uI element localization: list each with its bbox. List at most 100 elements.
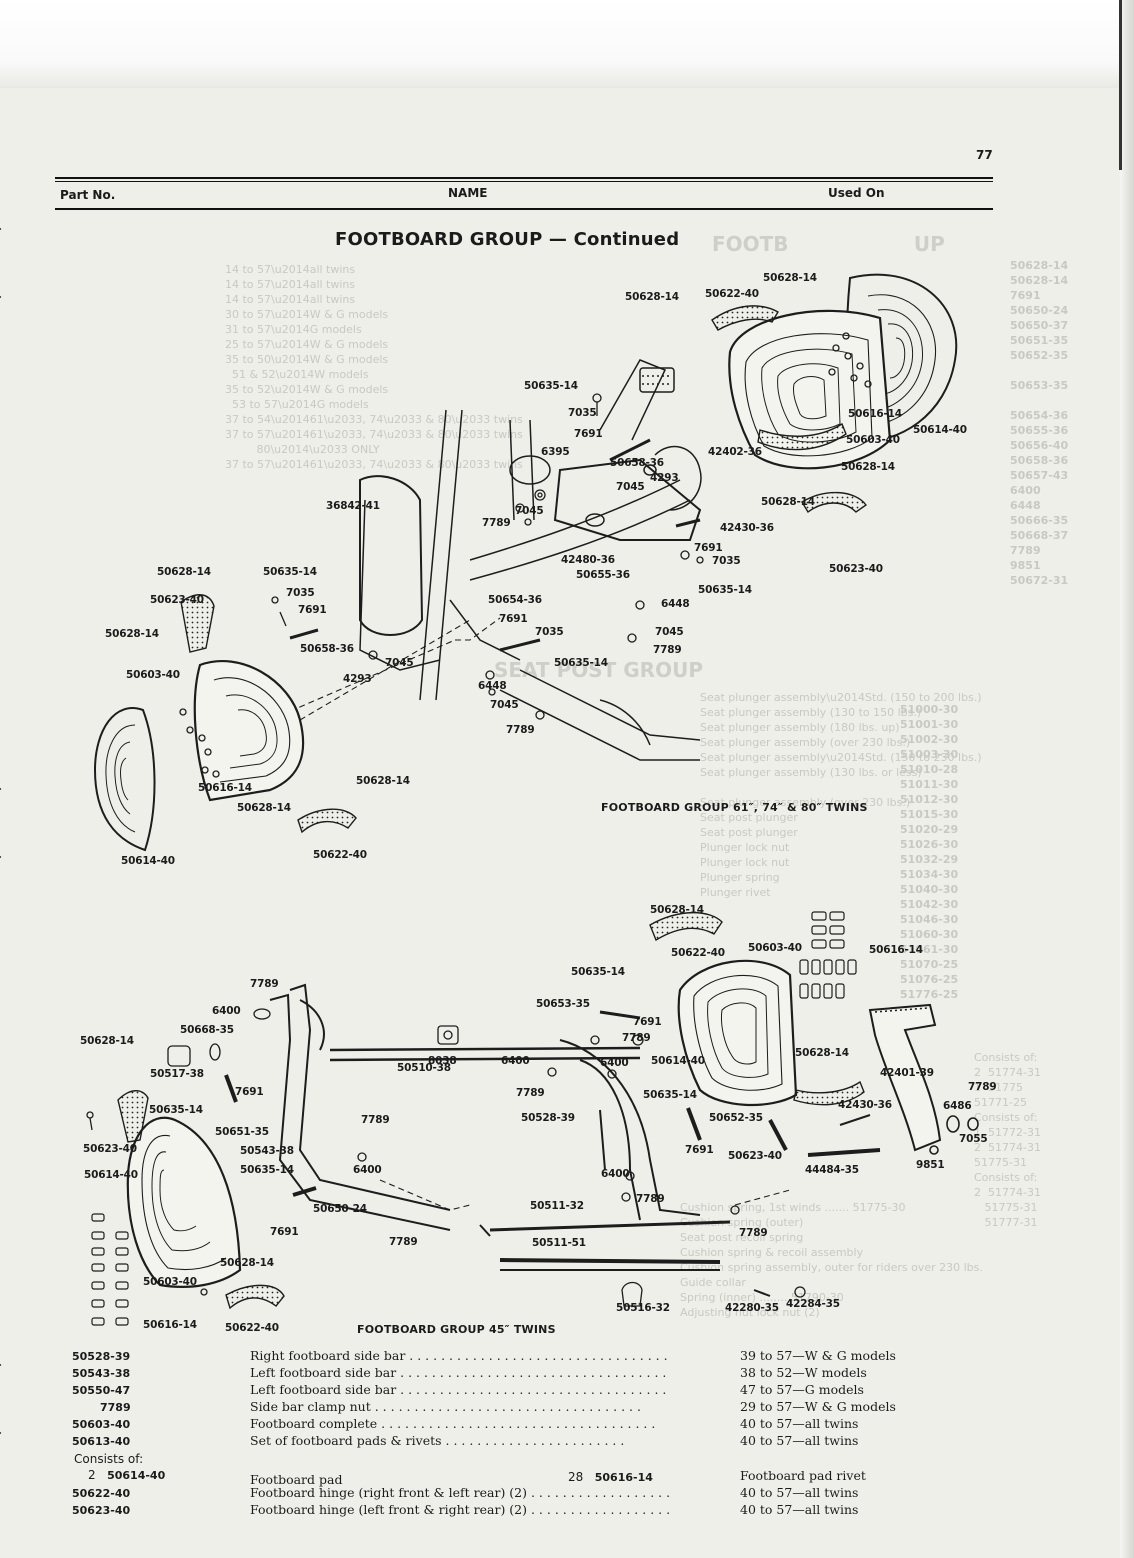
part-callout: 7035	[535, 626, 564, 638]
part-callout: 50623-40	[728, 1150, 782, 1162]
part-callout: 7691	[694, 542, 723, 554]
part-callout: 7789	[968, 1081, 997, 1093]
part-callout: 42284-35	[786, 1298, 840, 1310]
part-callout: 6448	[661, 598, 690, 610]
consists-qty: 28	[568, 1470, 584, 1484]
part-callout: 50654-36	[488, 594, 542, 606]
part-callout: 7035	[568, 407, 597, 419]
header-rule-top	[55, 177, 993, 179]
part-number: 50623-40	[72, 1504, 131, 1517]
consists-part-name: Footboard pad	[250, 1472, 343, 1487]
part-callout: 7691	[270, 1226, 299, 1238]
part-callout: 6448	[478, 680, 507, 692]
hardware-bits-bottom	[86, 1008, 806, 1307]
diagram-top-caption: FOOTBOARD GROUP 61″, 74″ & 80″ TWINS	[601, 801, 868, 814]
part-callout: 50655-36	[576, 569, 630, 581]
part-number: 50543-38	[72, 1367, 131, 1380]
part-callout: 4293	[343, 673, 372, 685]
part-callout: 6486	[943, 1100, 972, 1112]
leader-lines-top	[234, 617, 501, 736]
part-callout: 50616-14	[848, 408, 902, 420]
part-callout: 42280-35	[725, 1302, 779, 1314]
part-callout: 50543-38	[240, 1145, 294, 1157]
part-used-on: 47 to 57—G models	[740, 1382, 864, 1397]
part-name: Footboard hinge (right front & left rear…	[250, 1485, 671, 1500]
consists-part-number: 50616-14	[594, 1471, 653, 1484]
part-callout: 42430-36	[838, 1099, 892, 1111]
part-callout: 7789	[636, 1193, 665, 1205]
part-callout: 8038	[428, 1055, 457, 1067]
part-used-on: 40 to 57—all twins	[740, 1433, 859, 1448]
part-callout: 50628-14	[80, 1035, 134, 1047]
part-callout: 7789	[653, 644, 682, 656]
part-callout: 42480-36	[561, 554, 615, 566]
page-edge-line	[1119, 0, 1122, 170]
part-callout: 50650-24	[313, 1203, 367, 1215]
part-callout: 7055	[959, 1133, 988, 1145]
part-name: Left footboard side bar . . . . . . . . …	[250, 1382, 667, 1397]
part-callout: 50603-40	[126, 669, 180, 681]
consists-of-label: Consists of:	[74, 1452, 144, 1466]
part-callout: 50628-14	[356, 775, 410, 787]
part-callout: 50628-14	[795, 1047, 849, 1059]
part-callout: 50628-14	[650, 904, 704, 916]
part-used-on: 38 to 52—W models	[740, 1365, 867, 1380]
column-header-name: NAME	[448, 186, 488, 200]
part-used-on: 40 to 57—all twins	[740, 1502, 859, 1517]
part-callout: 50658-36	[300, 643, 354, 655]
part-callout: 42430-36	[720, 522, 774, 534]
footboard-bottom-left	[91, 1090, 285, 1326]
part-number: 7789	[100, 1401, 131, 1414]
part-callout: 50652-35	[709, 1112, 763, 1124]
part-callout: 7045	[490, 699, 519, 711]
part-callout: 6400	[600, 1057, 629, 1069]
part-callout: 7691	[235, 1086, 264, 1098]
part-callout: 7691	[633, 1016, 662, 1028]
header-rule-top-thin	[55, 181, 993, 182]
part-callout: 50516-32	[616, 1302, 670, 1314]
part-name: Right footboard side bar . . . . . . . .…	[250, 1348, 668, 1363]
part-callout: 50628-14	[761, 496, 815, 508]
page-title: FOOTBOARD GROUP — Continued	[335, 229, 680, 250]
part-callout: 7789	[506, 724, 535, 736]
part-callout: 50651-35	[215, 1126, 269, 1138]
part-callout: 50635-14	[524, 380, 578, 392]
part-callout: 7045	[655, 626, 684, 638]
part-name: Side bar clamp nut . . . . . . . . . . .…	[250, 1399, 641, 1414]
part-callout: 7789	[389, 1236, 418, 1248]
part-callout: 7789	[516, 1087, 545, 1099]
part-callout: 42401-39	[880, 1067, 934, 1079]
part-callout: 50628-14	[841, 461, 895, 473]
part-callout: 50614-40	[121, 855, 175, 867]
part-callout: 50628-14	[237, 802, 291, 814]
consists-qty: 2	[88, 1468, 96, 1482]
part-callout: 50622-40	[671, 947, 725, 959]
part-callout: 6395	[541, 446, 570, 458]
part-callout: 50603-40	[846, 434, 900, 446]
part-callout: 50511-51	[532, 1237, 586, 1249]
part-callout: 50616-14	[869, 944, 923, 956]
part-callout: 7789	[482, 517, 511, 529]
part-callout: 7045	[385, 657, 414, 669]
side-bars-bottom	[269, 983, 731, 1271]
part-callout: 50628-14	[157, 566, 211, 578]
part-number: 50528-39	[72, 1350, 131, 1363]
part-callout: 50635-14	[571, 966, 625, 978]
frame-tubes-top	[359, 359, 702, 761]
part-callout: 50603-40	[748, 942, 802, 954]
part-number: 50550-47	[72, 1384, 131, 1397]
part-number: 50613-40	[72, 1435, 131, 1448]
leader-lines-bottom	[379, 1179, 791, 1211]
part-callout: 7035	[286, 587, 315, 599]
part-callout: 6400	[212, 1005, 241, 1017]
consists-part-number: 50614-40	[107, 1469, 166, 1482]
part-callout: 7789	[739, 1227, 768, 1239]
part-callout: 4293	[650, 472, 679, 484]
footboard-top-left	[93, 594, 357, 852]
part-callout: 7789	[361, 1114, 390, 1126]
part-callout: 50510-38	[397, 1062, 451, 1074]
part-number: 50622-40	[72, 1487, 131, 1500]
part-callout: 50616-14	[198, 782, 252, 794]
part-name: Set of footboard pads & rivets . . . . .…	[250, 1433, 625, 1448]
part-callout: 50628-14	[220, 1257, 274, 1269]
